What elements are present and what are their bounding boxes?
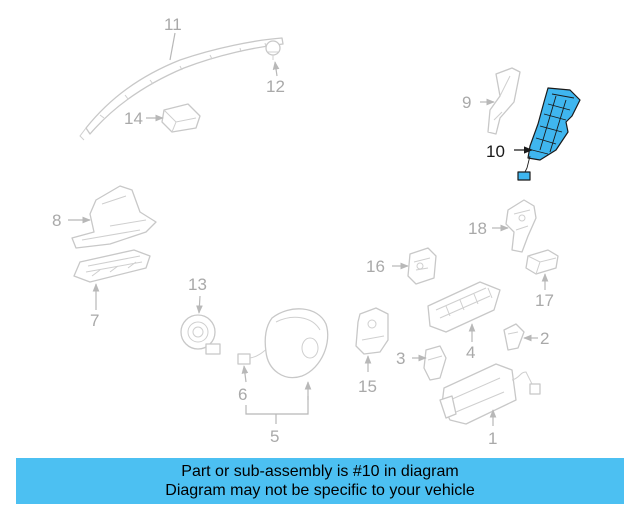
callout-16[interactable]: 16	[366, 257, 385, 276]
part-6-wiring-connector[interactable]	[237, 341, 277, 365]
leader-5-bracket	[245, 396, 309, 415]
part-9-pillar-trim[interactable]	[487, 67, 521, 135]
leader-13	[196, 295, 203, 314]
part-10-side-airbag[interactable]	[517, 87, 581, 181]
callout-13[interactable]: 13	[188, 275, 207, 294]
part-4-knee-airbag[interactable]	[427, 281, 501, 333]
part-2-clip[interactable]	[503, 323, 525, 351]
callout-12[interactable]: 12	[266, 77, 285, 96]
leader-6	[241, 365, 249, 383]
part-12-clip[interactable]	[265, 40, 281, 60]
leader-11	[169, 32, 176, 61]
part-15-sensor-bracket[interactable]	[355, 307, 389, 355]
parts-diagram: 11 12 14 9 10 8 7	[52, 15, 581, 448]
callout-10[interactable]: 10	[486, 142, 505, 161]
callout-4[interactable]: 4	[466, 343, 475, 362]
callout-7[interactable]: 7	[90, 311, 99, 330]
banner-line-1: Part or sub-assembly is #10 in diagram	[181, 463, 459, 480]
callout-5[interactable]: 5	[270, 427, 279, 446]
callout-6[interactable]: 6	[238, 385, 247, 404]
part-5-driver-airbag[interactable]	[264, 308, 329, 379]
part-11-curtain-airbag[interactable]	[79, 37, 284, 141]
leader-12	[272, 61, 280, 77]
part-18-mounting-bracket[interactable]	[505, 199, 537, 253]
callout-11[interactable]: 11	[164, 15, 182, 34]
part-3-bracket[interactable]	[423, 345, 447, 381]
callout-15[interactable]: 15	[358, 377, 377, 396]
part-17-impact-sensor[interactable]	[525, 249, 559, 275]
part-13-clock-spring[interactable]	[180, 314, 221, 355]
part-7-track-cover[interactable]	[73, 249, 151, 283]
callout-14[interactable]: 14	[124, 109, 143, 128]
part-16-bracket[interactable]	[407, 247, 437, 285]
callout-18[interactable]: 18	[468, 219, 487, 238]
callout-3[interactable]: 3	[396, 349, 405, 368]
info-banner: Part or sub-assembly is #10 in diagram D…	[16, 458, 624, 504]
part-8-seat-bracket[interactable]	[71, 185, 157, 249]
part-1-passenger-airbag[interactable]	[439, 363, 541, 425]
callout-8[interactable]: 8	[52, 211, 61, 230]
callout-2[interactable]: 2	[540, 329, 549, 348]
callout-1[interactable]: 1	[488, 429, 497, 448]
callout-17[interactable]: 17	[535, 291, 554, 310]
callout-9[interactable]: 9	[462, 93, 471, 112]
banner-line-2: Diagram may not be specific to your vehi…	[165, 482, 475, 499]
part-14-sensor-module[interactable]	[161, 103, 201, 133]
